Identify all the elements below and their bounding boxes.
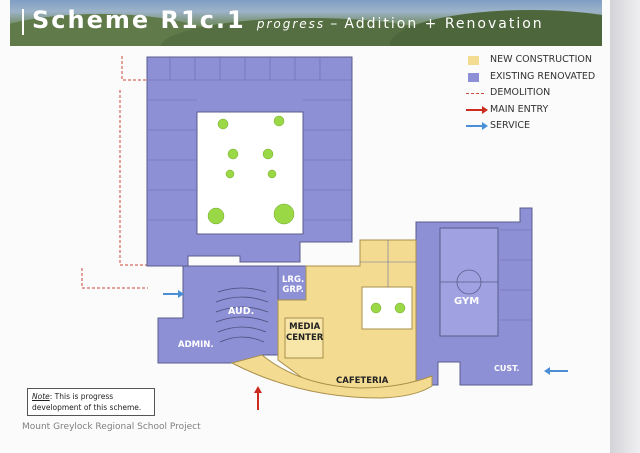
- note-label: Note: [32, 392, 50, 401]
- cafeteria-label: CAFETERIA: [336, 376, 389, 386]
- existing-south-west: [157, 265, 307, 364]
- legend-label: MAIN ENTRY: [490, 103, 549, 115]
- red-arrow-icon: [466, 105, 488, 114]
- service-arrow-east: [544, 367, 568, 375]
- header-banner: Scheme R1c.1 progress – Addition + Renov…: [10, 0, 602, 46]
- demolition-line-icon: [466, 93, 484, 94]
- title-divider: [22, 9, 24, 35]
- center-label: CENTER: [286, 333, 324, 343]
- legend-existing-renovated: EXISTING RENOVATED: [464, 69, 610, 86]
- main-entry-arrow: [254, 386, 262, 410]
- legend: NEW CONSTRUCTION EXISTING RENOVATED DEMO…: [464, 52, 610, 135]
- service-arrow-west: [163, 290, 184, 298]
- legend-service: SERVICE: [464, 118, 610, 135]
- courtyard-trees: [207, 115, 406, 314]
- project-footer: Mount Greylock Regional School Project: [22, 422, 201, 432]
- room-partitions: [147, 57, 532, 321]
- legend-label: EXISTING RENOVATED: [490, 70, 596, 82]
- legend-label: DEMOLITION: [490, 87, 551, 98]
- gym-label: GYM: [454, 296, 480, 307]
- legend-label: NEW CONSTRUCTION: [490, 54, 592, 65]
- legend-new-construction: NEW CONSTRUCTION: [464, 52, 610, 69]
- floor-plan: [81, 56, 568, 410]
- legend-label: SERVICE: [490, 120, 531, 131]
- progress-note: Note: This is progress development of th…: [27, 388, 155, 416]
- plan-sheet: Scheme R1c.1 progress – Addition + Renov…: [0, 0, 610, 453]
- page-edge: [610, 0, 640, 453]
- media-center-room: [284, 317, 324, 359]
- lrg-grp-label: LRG. GRP.: [282, 275, 304, 295]
- new-construction-swatch: [468, 56, 479, 65]
- title-separator: –: [330, 16, 340, 32]
- aud-label: AUD.: [228, 306, 255, 317]
- media-label: MEDIA: [289, 322, 321, 332]
- blue-arrow-icon: [466, 122, 488, 130]
- note-text: : This is progress development of this s…: [32, 392, 142, 412]
- legend-main-entry: MAIN ENTRY: [464, 102, 610, 119]
- title-progress: progress: [256, 17, 326, 31]
- demolition-lines: [81, 56, 148, 289]
- title-type: Addition + Renovation: [344, 16, 544, 32]
- grp-label: GRP.: [282, 285, 304, 295]
- admin-label: ADMIN.: [178, 340, 214, 350]
- cust-label: CUST.: [494, 364, 520, 373]
- lrg-label: LRG.: [282, 275, 305, 285]
- legend-demolition: DEMOLITION: [464, 85, 610, 102]
- media-center-label: MEDIA CENTER: [286, 322, 323, 344]
- title-main: Scheme R1c.1: [32, 6, 246, 34]
- page-title: Scheme R1c.1 progress – Addition + Renov…: [32, 6, 544, 34]
- auditorium-seating: [215, 287, 269, 343]
- existing-renovated-swatch: [468, 72, 479, 82]
